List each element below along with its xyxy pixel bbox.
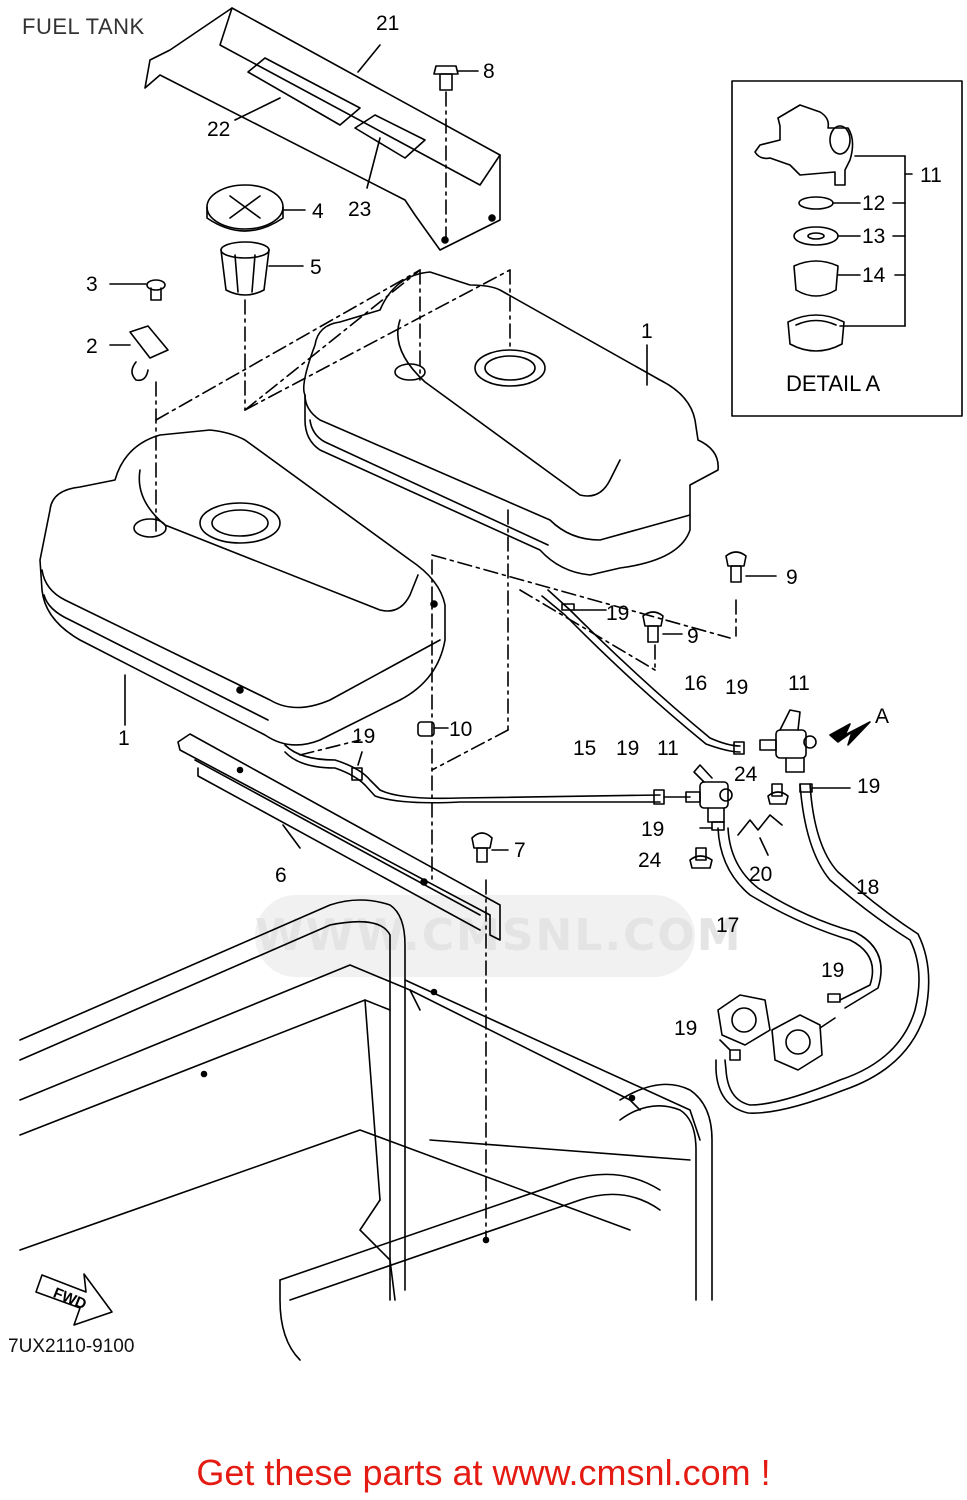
part-2-bracket — [109, 325, 169, 536]
callout-15: 15 — [573, 737, 596, 760]
callout-9-lower: 9 — [687, 625, 699, 648]
fwd-label: FWD — [51, 1285, 89, 1314]
hose-clamps-19 — [351, 603, 851, 1061]
callout-18: 18 — [856, 876, 879, 899]
diagram-title: FUEL TANK — [22, 14, 145, 39]
callout-19-f: 19 — [641, 818, 664, 841]
assembly-lines — [155, 269, 737, 1241]
callout-labels: 21 8 22 23 4 5 3 2 1 1 9 9 19 16 19 11 A… — [51, 12, 942, 1313]
callout-3: 3 — [86, 273, 98, 296]
hose-17 — [717, 827, 882, 1009]
callout-2: 2 — [86, 335, 98, 358]
callout-19-a: 19 — [606, 602, 629, 625]
callout-19-b: 19 — [725, 676, 748, 699]
callout-11-left: 11 — [657, 737, 679, 760]
detail-a-arrow — [829, 721, 871, 746]
part-5-strainer — [220, 241, 304, 411]
part-11-valve-right — [759, 709, 817, 773]
watermark: WWW.CMSNL.COM — [255, 895, 741, 977]
callout-22: 22 — [207, 118, 230, 141]
callout-19-d: 19 — [616, 737, 639, 760]
callout-10: 10 — [449, 718, 472, 741]
part-11-valve-left — [685, 764, 733, 823]
part-6-bracket — [177, 733, 501, 941]
footer-link-text[interactable]: Get these parts at www.cmsnl.com ! — [196, 1452, 771, 1493]
callout-24-upper: 24 — [734, 763, 758, 786]
part-4-fuel-cap — [206, 184, 306, 232]
callout-8: 8 — [483, 60, 495, 83]
hose-18 — [715, 783, 930, 1114]
hose-16 — [541, 589, 745, 755]
detail-a-box — [731, 80, 963, 417]
callout-13: 13 — [862, 225, 885, 248]
part-10-grommet — [417, 721, 449, 737]
callout-9-upper: 9 — [786, 566, 798, 589]
cargo-bed-frame — [19, 899, 713, 1361]
callout-24-lower: 24 — [638, 849, 662, 872]
callout-23: 23 — [348, 198, 371, 221]
fuel-tank-upper — [302, 271, 719, 576]
fuel-pump — [717, 994, 836, 1071]
callout-20: 20 — [749, 863, 772, 886]
fuel-tank-lower — [39, 429, 446, 746]
callout-1-upper: 1 — [641, 320, 653, 343]
part-8-bolt — [433, 65, 479, 239]
part-7-bolt — [471, 832, 509, 863]
callout-19-g: 19 — [821, 959, 844, 982]
callout-17: 17 — [716, 914, 739, 937]
callout-11-right: 11 — [788, 672, 810, 695]
callout-12: 12 — [862, 192, 885, 215]
callout-16: 16 — [684, 672, 707, 695]
callout-7: 7 — [514, 839, 526, 862]
detail-a-caption: DETAIL A — [786, 371, 880, 396]
callout-19-h: 19 — [674, 1017, 697, 1040]
part-20-clip — [737, 814, 783, 856]
callout-6: 6 — [275, 864, 287, 887]
callout-19-e: 19 — [857, 775, 880, 798]
fwd-arrow — [35, 1273, 113, 1326]
callout-14: 14 — [862, 264, 886, 287]
callout-4: 4 — [312, 200, 324, 223]
part-24-bolts — [689, 783, 789, 869]
callout-5: 5 — [310, 256, 322, 279]
callout-detail-a-marker: A — [875, 705, 889, 728]
callout-21: 21 — [376, 12, 399, 35]
callout-11-detail: 11 — [920, 164, 942, 187]
part-9-bolts — [642, 551, 777, 643]
callout-1-lower: 1 — [118, 727, 130, 750]
diagram-code: 7UX2110-9100 — [8, 1336, 135, 1357]
callout-19-c: 19 — [352, 725, 375, 748]
part-3-screw — [109, 279, 166, 301]
